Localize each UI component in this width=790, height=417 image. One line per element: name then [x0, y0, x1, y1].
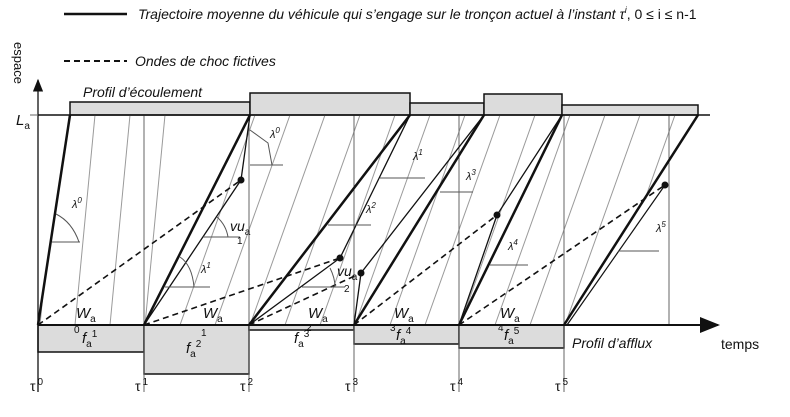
- svg-text:τ1: τ1: [135, 377, 149, 394]
- svg-text:4: 4: [498, 323, 504, 334]
- flow-labels: fa1 fa2 fa3 fa4 fa5: [82, 326, 520, 360]
- svg-text:τ0: τ0: [30, 377, 44, 394]
- characteristic-line: [109, 115, 131, 325]
- svg-text:3: 3: [390, 323, 396, 334]
- legend-shockwave: Ondes de choc fictives: [135, 53, 276, 69]
- svg-text:vua: vua: [337, 263, 358, 283]
- y-axis-label: espace: [11, 42, 26, 84]
- svg-text:2: 2: [344, 284, 350, 295]
- lambda-labels: λ0 λ0 λ1 λ2 λ1 λ3 λ4 λ5: [71, 126, 666, 276]
- trajectories: [36, 114, 700, 326]
- characteristic-line: [669, 115, 698, 325]
- svg-text:1: 1: [201, 328, 207, 339]
- characteristic-line: [74, 115, 96, 325]
- svg-text:τ5: τ5: [555, 377, 569, 394]
- svg-text:2: 2: [306, 323, 312, 334]
- characteristic-line: [529, 115, 606, 325]
- lambda-label: λ5: [655, 220, 666, 235]
- inflow-profile-label: Profil d’afflux: [572, 335, 653, 351]
- characteristic-line: [144, 115, 166, 325]
- svg-text:fa4: fa4: [396, 326, 412, 347]
- lambda-label: λ2: [365, 201, 376, 216]
- lambda-label: λ0: [71, 196, 82, 211]
- svg-text:τ2: τ2: [240, 377, 254, 394]
- characteristic-line: [214, 115, 291, 325]
- inflow-profile: [37, 324, 565, 375]
- characteristic-line: [494, 115, 571, 325]
- intersection-points: [237, 176, 669, 277]
- svg-text:τ4: τ4: [450, 377, 464, 394]
- svg-text:Wa: Wa: [308, 305, 328, 325]
- lambda-label: λ0: [269, 126, 280, 141]
- svg-text:Wa: Wa: [76, 305, 96, 325]
- svg-text:Wa: Wa: [394, 305, 414, 325]
- characteristic-line: [459, 115, 536, 325]
- x-axis-label: temps: [721, 336, 759, 352]
- legend-trajectory: Trajectoire moyenne du véhicule qui s’en…: [138, 5, 697, 22]
- lambda-label: λ1: [200, 261, 211, 276]
- characteristic-line: [354, 115, 431, 325]
- svg-text:fa3: fa3: [294, 329, 310, 350]
- angle-markers: [52, 129, 659, 288]
- svg-text:fa2: fa2: [186, 339, 202, 360]
- svg-text:Wa: Wa: [500, 305, 520, 325]
- characteristic-line: [319, 115, 396, 325]
- length-label: La: [16, 112, 30, 132]
- characteristic-line: [564, 115, 641, 325]
- svg-text:fa5: fa5: [504, 326, 520, 347]
- characteristic-line: [249, 115, 326, 325]
- svg-text:0: 0: [74, 325, 80, 336]
- time-verticals: [37, 115, 670, 392]
- lambda-label: λ3: [465, 168, 476, 183]
- outflow-profile-label: Profil d’écoulement: [83, 84, 203, 100]
- shock-waves: [37, 179, 666, 326]
- lambda-label: λ4: [507, 238, 518, 253]
- characteristic-line: [389, 115, 466, 325]
- svg-text:Wa: Wa: [203, 305, 223, 325]
- speed-labels: vua 1 vua 2: [230, 218, 358, 295]
- characteristic-line: [634, 115, 698, 325]
- svg-text:τ3: τ3: [345, 377, 359, 394]
- characteristic-line: [705, 115, 780, 325]
- lambda-label: λ1: [412, 148, 423, 163]
- wave-labels: Wa 0 Wa 1 Wa 2 Wa 3 Wa 4: [74, 305, 520, 339]
- svg-text:fa1: fa1: [82, 329, 98, 350]
- svg-text:vua: vua: [230, 218, 251, 238]
- characteristic-line: [179, 115, 256, 325]
- svg-text:1: 1: [237, 236, 243, 247]
- characteristic-line: [424, 115, 501, 325]
